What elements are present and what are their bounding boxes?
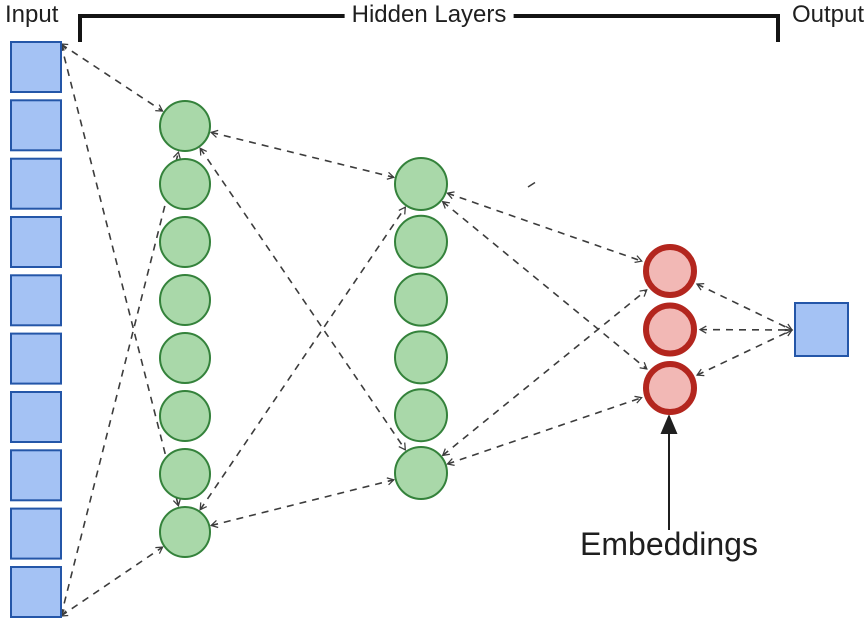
hidden-1-node (159, 390, 211, 442)
input-node (10, 157, 62, 210)
hidden-1-node (159, 100, 211, 152)
embeddings-label: Embeddings (580, 526, 758, 562)
connection-line (209, 477, 396, 529)
connection-line (59, 546, 164, 617)
input-node (10, 449, 62, 502)
hidden-2-node (394, 388, 448, 443)
connection-line (58, 42, 181, 508)
output-label: Output (792, 1, 865, 28)
input-node (10, 507, 62, 560)
input-node (10, 274, 62, 327)
embeddings-node (643, 302, 697, 357)
hidden-1-node (159, 216, 211, 268)
input-node (10, 99, 62, 152)
hidden-1-node (159, 506, 211, 558)
input-node (10, 332, 62, 385)
embeddings-node (643, 361, 697, 415)
output-node (794, 302, 849, 357)
connection-line (695, 282, 794, 332)
connection-line (199, 206, 407, 511)
hidden-2-node (394, 330, 448, 385)
hidden-2-node (394, 214, 448, 269)
hidden-2-node (394, 272, 448, 327)
hidden-1-node (159, 158, 211, 210)
hidden-1-node (159, 448, 211, 500)
input-node (10, 216, 62, 268)
connection-line (441, 200, 648, 370)
connection-line (446, 191, 643, 264)
connection-line (58, 150, 181, 618)
connection-line (695, 328, 794, 377)
hidden-1-node (159, 274, 211, 326)
hidden-2-node (394, 157, 448, 211)
input-node (10, 41, 62, 93)
connection-line (441, 289, 648, 457)
input-node (10, 566, 62, 618)
connection-line (59, 43, 164, 112)
stray-mark (527, 181, 536, 188)
hidden-layers-label: Hidden Layers (344, 1, 514, 29)
input-node (10, 391, 62, 443)
connection-line (209, 129, 396, 180)
connection-line (446, 395, 643, 466)
hidden-1-node (159, 332, 211, 384)
connection-line (199, 147, 407, 451)
input-label: Input (5, 1, 59, 28)
embeddings-node (643, 244, 697, 298)
embeddings-arrowhead (660, 414, 678, 434)
hidden-2-node (394, 446, 448, 500)
